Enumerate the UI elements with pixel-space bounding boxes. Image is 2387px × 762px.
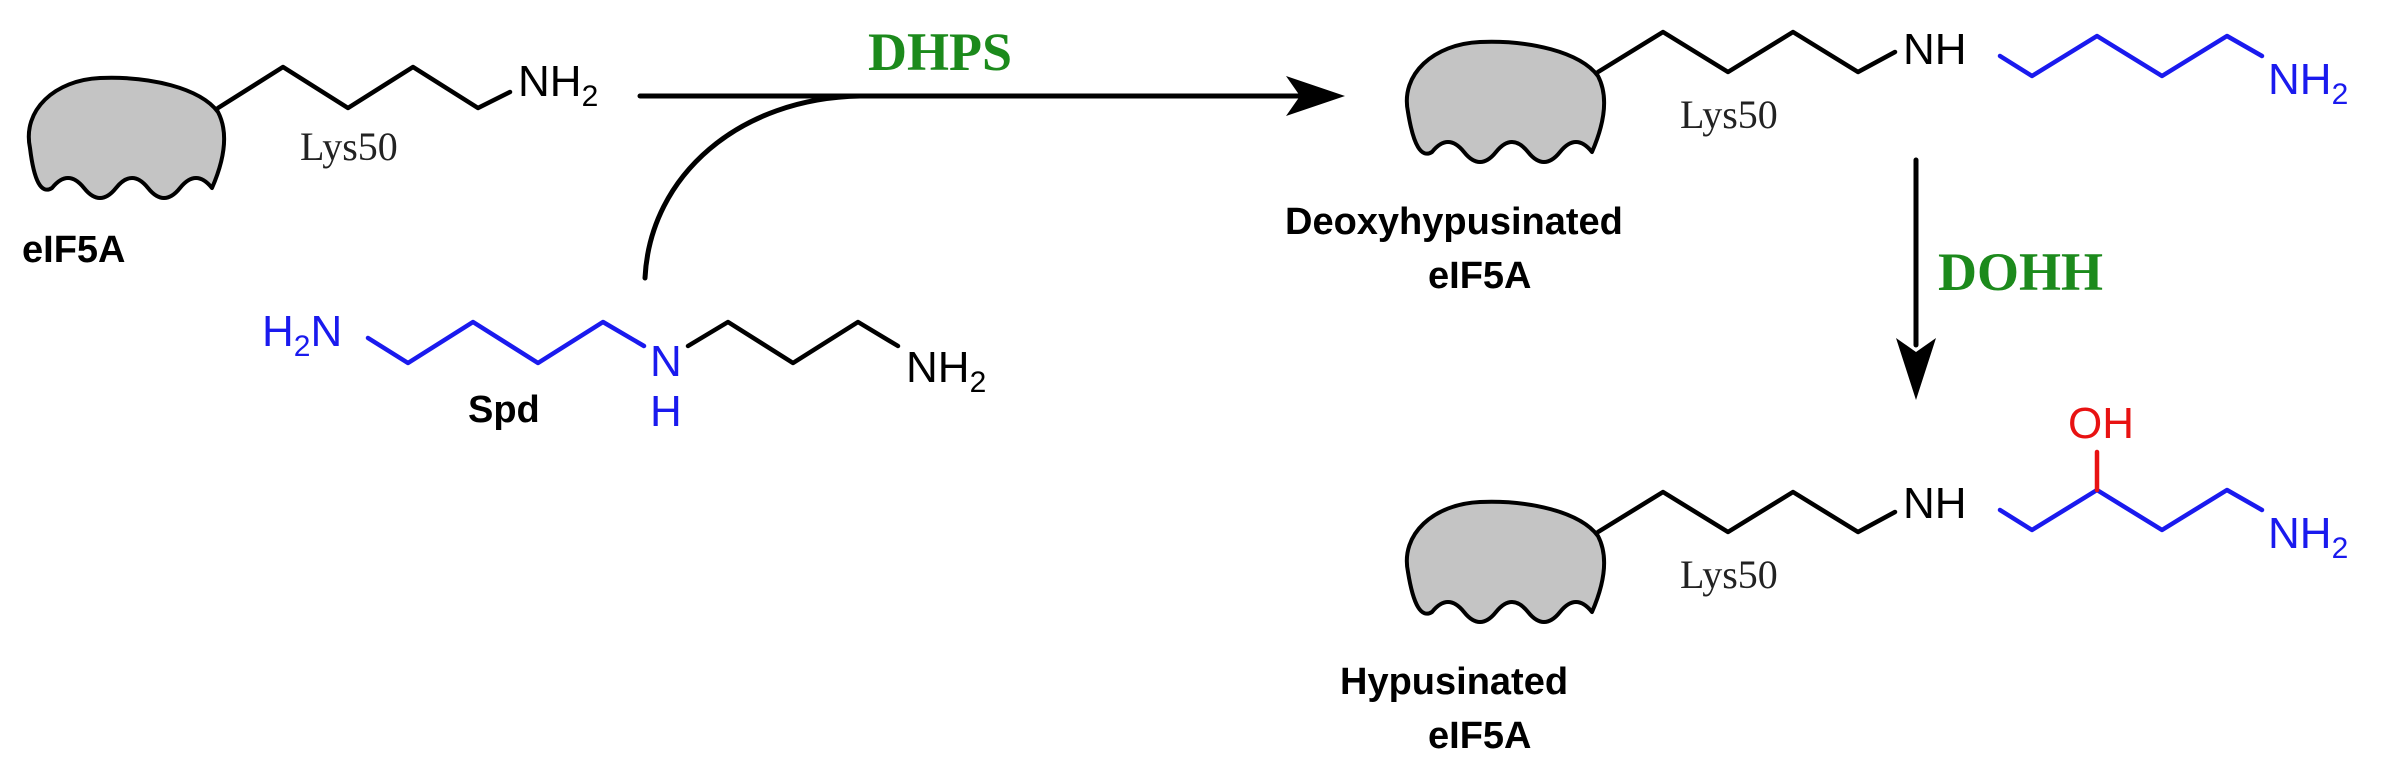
lysine-side-chain: [1595, 489, 1898, 535]
epsilon-amine: NH2: [518, 57, 598, 113]
dohh-arrowhead: [1896, 338, 1936, 400]
spd-entry-curve: [642, 93, 863, 281]
dohh-label: DOHH: [1938, 242, 2103, 302]
dhps-arrowhead: [1286, 76, 1345, 116]
label-line2: eIF5A: [1428, 255, 1531, 297]
aminobutyl-chain: [1997, 33, 2265, 79]
eif5a-label: eIF5A: [22, 229, 125, 271]
spd-left-amine: H2N: [262, 307, 342, 363]
dhps-label: DHPS: [868, 22, 1012, 82]
label-line1: Hypusinated: [1340, 661, 1568, 703]
deoxyhypusinated-eif5a: Lys50 NH NH2 Deoxyhypusinated eIF5A: [1285, 25, 2348, 297]
terminal-amine: NH2: [2268, 55, 2348, 111]
protein-blob: [1404, 499, 1606, 624]
spd-center-h: H: [650, 387, 682, 436]
lysine-side-chain: [1595, 29, 1898, 75]
spd-propyl-chain: [685, 319, 901, 366]
lys50-label: Lys50: [1680, 92, 1778, 137]
spd-butyl-chain: [365, 319, 647, 366]
hydroxyl-group: OH: [2068, 399, 2134, 448]
hydroxy-aminobutyl-chain: [1997, 487, 2265, 533]
spermidine: H2N N H NH2 Spd: [262, 307, 986, 436]
dohh-step: DOHH: [1896, 157, 2103, 400]
spd-right-amine: NH2: [906, 343, 986, 399]
protein-blob: [1404, 39, 1606, 164]
dhps-step: DHPS: [637, 22, 1345, 281]
lysine-side-chain: [215, 64, 513, 111]
label-line1: Deoxyhypusinated: [1285, 201, 1623, 243]
label-line2: eIF5A: [1428, 715, 1531, 757]
spd-center-n: N: [650, 337, 682, 386]
lys50-label: Lys50: [300, 124, 398, 169]
nh-link: NH: [1903, 479, 1967, 528]
eif5a-reactant: Lys50 NH2 eIF5A: [22, 57, 598, 271]
hypusinated-eif5a: Lys50 NH OH NH2 Hypusinated eIF5A: [1340, 399, 2348, 757]
terminal-amine: NH2: [2268, 509, 2348, 565]
spd-label: Spd: [468, 389, 540, 431]
protein-blob: [26, 75, 226, 200]
nh-link: NH: [1903, 25, 1967, 74]
lys50-label: Lys50: [1680, 552, 1778, 597]
